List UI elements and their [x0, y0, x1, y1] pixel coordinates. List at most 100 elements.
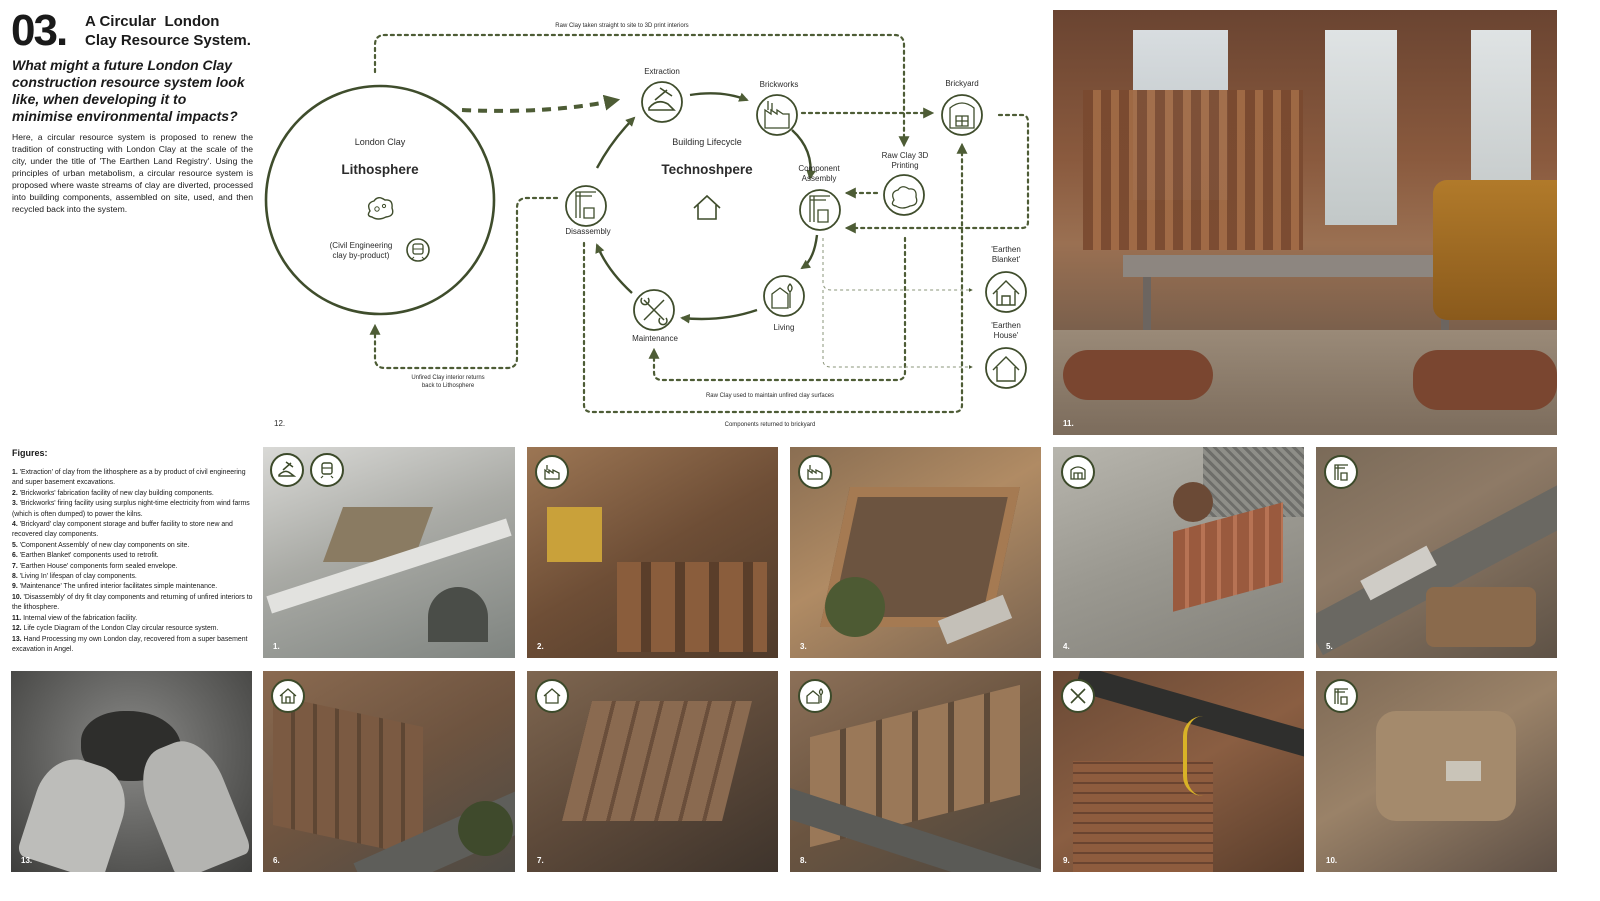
window-center	[1325, 30, 1397, 225]
panel-13-hand-processing: 13.	[11, 671, 252, 872]
panel-3-brickworks-firing: 3.	[790, 447, 1041, 658]
lithosphere-note-1: (Civil Engineering	[330, 241, 393, 250]
panel-11-fabrication-interior: 11.	[1053, 10, 1557, 435]
flow-brickworks-component	[791, 129, 816, 180]
flow-label-maintain: Raw Clay used to maintain unfired clay s…	[706, 393, 834, 399]
panel-7-earthen-house: 7.	[527, 671, 778, 872]
figure-text: 'Brickyard' clay component storage and b…	[12, 521, 233, 539]
node-extraction	[641, 81, 683, 123]
factory-icon	[807, 465, 823, 480]
flow-lithosphere-extraction	[461, 94, 621, 113]
clay-extrusion-right	[1413, 350, 1557, 410]
clay-extrusion-left	[1063, 350, 1213, 400]
figure-number: 6.	[12, 552, 18, 560]
label-raw-clay-2: Printing	[891, 161, 918, 170]
panel-9-maintenance: 9.	[1053, 671, 1304, 872]
extruder-machine	[1433, 180, 1557, 320]
label-extraction: Extraction	[644, 67, 680, 76]
crane-badge	[1324, 455, 1358, 489]
tunnel	[428, 587, 488, 642]
flow-component-living	[800, 234, 819, 270]
node-brickyard	[941, 94, 983, 136]
clay-arches	[617, 562, 767, 652]
node-component-assembly	[799, 189, 841, 231]
node-earthen-blanket	[985, 271, 1027, 313]
panel-8-living: 8.	[790, 671, 1041, 872]
excavator	[1446, 761, 1481, 781]
label-blanket-1: 'Earthen	[991, 245, 1021, 254]
diagram-figure-label: 12.	[274, 419, 285, 428]
factory-badge	[798, 455, 832, 489]
label-blanket-2: Blanket'	[992, 255, 1021, 264]
figure-caption: 11. Internal view of the fabrication fac…	[12, 614, 254, 624]
figure-caption: 10. 'Disassembly' of dry fit clay compon…	[12, 593, 254, 614]
panel-7-label: 7.	[537, 856, 544, 865]
figure-caption: 12. Life cycle Diagram of the London Cla…	[12, 624, 254, 634]
node-brickworks	[756, 94, 798, 136]
flow-maintain	[648, 236, 907, 382]
figure-caption: 4. 'Brickyard' clay component storage an…	[12, 520, 254, 541]
flow-return-lithosphere	[369, 196, 559, 370]
figure-number: 5.	[12, 541, 18, 549]
house-badge	[271, 679, 305, 713]
panel-5-component-assembly: 5.	[1316, 447, 1557, 658]
crane-icon	[1334, 688, 1348, 705]
figure-text: 'Extraction' of clay from the lithospher…	[12, 469, 246, 487]
flow-disassembly-extraction	[595, 116, 636, 169]
panel-3-label: 3.	[800, 642, 807, 651]
node-disassembly	[565, 185, 607, 227]
label-component-1: Component	[798, 164, 840, 173]
technosphere-title: Technoshpere	[661, 162, 753, 177]
flow-maintenance-disassembly	[595, 243, 633, 294]
panel-2-label: 2.	[537, 642, 544, 651]
figure-caption: 5. 'Component Assembly' of new clay comp…	[12, 541, 254, 551]
house-icon	[279, 688, 297, 704]
site-pit	[1426, 587, 1536, 647]
factory-badge	[535, 455, 569, 489]
lifecycle-diagram: London Clay Lithosphere (Civil Engineeri…	[262, 10, 1044, 435]
section-number: 03.	[11, 6, 68, 55]
flow-label-return-1: Unfired Clay interior returns	[411, 375, 484, 381]
lithosphere-title: Lithosphere	[341, 162, 419, 177]
label-brickworks: Brickworks	[760, 80, 799, 89]
panel-11-label: 11.	[1063, 419, 1074, 428]
label-raw-clay-1: Raw Clay 3D	[882, 151, 929, 160]
figure-text: 'Earthen Blanket' components used to ret…	[19, 552, 159, 560]
figure-caption: 7. 'Earthen House' components form seale…	[12, 562, 254, 572]
label-house-1: 'Earthen	[991, 321, 1021, 330]
tools-icon	[1070, 688, 1086, 704]
figure-number: 13.	[12, 635, 22, 643]
page-title-line1: A Circular London	[85, 13, 220, 30]
storage-badge	[1061, 455, 1095, 489]
figure-text: 'Maintenance' The unfired interior facil…	[19, 583, 218, 591]
figure-number: 11.	[12, 614, 22, 622]
yellow-machine	[547, 507, 602, 562]
figure-caption: 8. 'Living In' lifespan of clay componen…	[12, 572, 254, 582]
figure-text: 'Component Assembly' of new clay compone…	[19, 541, 190, 549]
window-right	[1471, 30, 1531, 205]
flow-label-components: Components returned to brickyard	[725, 422, 816, 428]
figure-text: Internal view of the fabrication facilit…	[23, 614, 138, 622]
label-brickyard: Brickyard	[945, 79, 978, 88]
train-icon	[406, 238, 430, 262]
panel-6-earthen-blanket: 6.	[263, 671, 515, 872]
terrace-facade	[273, 695, 423, 857]
house-icon	[543, 688, 561, 704]
node-raw-clay-printing	[883, 174, 925, 216]
panel-2-brickworks-fabrication: 2.	[527, 447, 778, 658]
figure-text: Hand Processing my own London clay, reco…	[12, 635, 248, 653]
figures-heading: Figures:	[12, 448, 48, 458]
flow-extraction-brickworks	[689, 92, 749, 102]
figure-number: 10.	[12, 593, 22, 601]
figure-number: 9.	[12, 583, 18, 591]
figure-caption: 9. 'Maintenance' The unfired interior fa…	[12, 582, 254, 592]
panel-10-disassembly: 10.	[1316, 671, 1557, 872]
label-maintenance: Maintenance	[632, 334, 678, 343]
panel-6-label: 6.	[273, 856, 280, 865]
research-question: What might a future London Clay construc…	[12, 57, 245, 124]
train-badge	[310, 453, 344, 487]
figure-text: Life cycle Diagram of the London Clay ci…	[23, 625, 219, 633]
node-maintenance	[633, 289, 675, 331]
excavator-badge	[270, 453, 304, 487]
lithosphere-circle	[264, 84, 496, 316]
